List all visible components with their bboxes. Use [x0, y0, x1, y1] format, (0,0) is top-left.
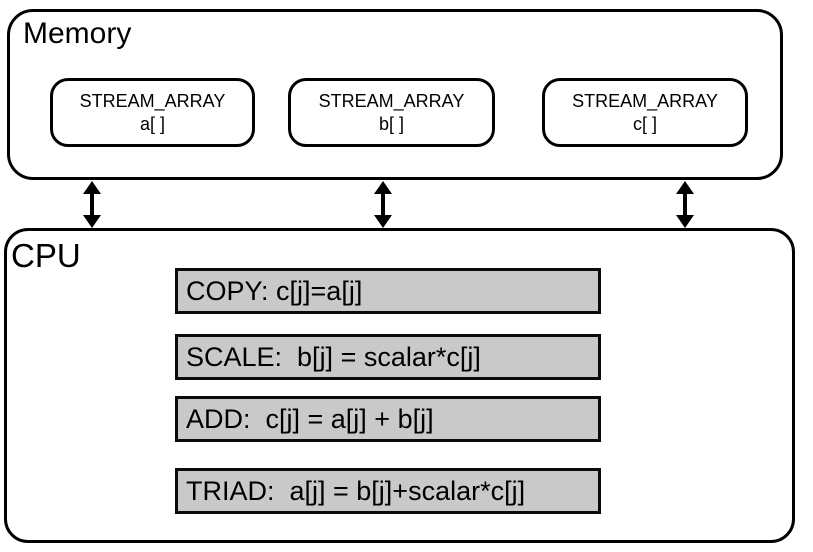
double-arrow-icon [83, 181, 101, 228]
operation-triad-label: TRIAD: a[j] = b[j]+scalar*c[j] [186, 475, 526, 506]
double-arrow-icon [374, 181, 392, 228]
memory-block: Memory STREAM_ARRAY a[ ] STREAM_ARRAY b[… [7, 9, 783, 180]
arrow-down-head [676, 215, 694, 228]
double-arrow-icon [676, 181, 694, 228]
stream-array-a-subtitle: a[ ] [139, 113, 165, 134]
stream-array-c-title: STREAM_ARRAY [572, 91, 718, 111]
arrow-shaft [683, 194, 687, 215]
cpu-block: CPU COPY: c[j]=a[j] SCALE: b[j] = scalar… [4, 228, 795, 543]
arrow-up-head [676, 181, 694, 194]
operation-scale-label: SCALE: b[j] = scalar*c[j] [186, 341, 481, 372]
operation-bar-scale: SCALE: b[j] = scalar*c[j] [175, 334, 601, 380]
cpu-block-title: CPU [11, 237, 81, 274]
arrow-up-head [374, 181, 392, 194]
arrow-down-head [374, 215, 392, 228]
stream-array-b-subtitle: b[ ] [378, 113, 404, 134]
stream-array-c-subtitle: c[ ] [632, 113, 657, 134]
operation-bar-copy: COPY: c[j]=a[j] [175, 268, 601, 314]
arrow-up-head [83, 181, 101, 194]
operation-bar-triad: TRIAD: a[j] = b[j]+scalar*c[j] [175, 468, 601, 514]
stream-array-b-title: STREAM_ARRAY [318, 91, 465, 111]
operation-bar-add: ADD: c[j] = a[j] + b[j] [175, 396, 601, 442]
stream-array-b-box: STREAM_ARRAY b[ ] [288, 78, 495, 147]
memory-block-title: Memory [23, 17, 132, 50]
operation-copy-label: COPY: c[j]=a[j] [186, 275, 363, 306]
stream-array-a-box: STREAM_ARRAY a[ ] [50, 78, 255, 147]
operation-add-label: ADD: c[j] = a[j] + b[j] [186, 403, 434, 434]
arrow-shaft [90, 194, 94, 215]
arrow-down-head [83, 215, 101, 228]
stream-array-c-box: STREAM_ARRAY c[ ] [542, 78, 748, 147]
arrow-shaft [381, 194, 385, 215]
stream-array-a-title: STREAM_ARRAY [79, 91, 226, 111]
